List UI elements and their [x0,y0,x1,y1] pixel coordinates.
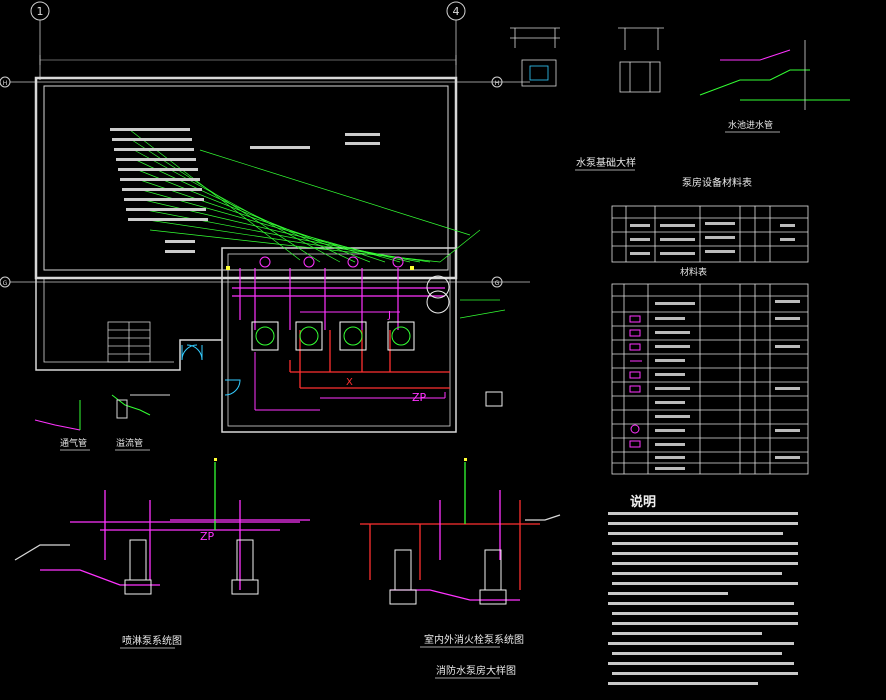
plan-pipes-magenta [232,268,445,330]
sprinkler-system-pipes [14,462,310,590]
hydrant-pumps [389,549,507,605]
grid-lines [10,20,530,283]
vent-pipe-title: 通气管 [60,437,87,449]
sprinkler-pumps [124,539,259,595]
grid-label-g-right: G [495,280,500,287]
water-tanks [426,275,450,314]
notes-heading: 说明 [630,494,656,510]
hydrant-pump-1-icon [389,549,417,605]
material-table [611,283,809,475]
plan-control-box [485,391,503,407]
plan-pump-4-icon [387,321,415,351]
grid-bubble-g-left-icon [0,276,11,288]
yellow-valve-marks [214,266,467,461]
grid-label-g-left: G [3,280,8,287]
grid-bubble-4-icon [446,1,466,21]
sprinkler-pump-2-icon [231,539,259,595]
grid-bubble-1-icon [30,1,50,21]
fire-pump-room-detail-title: 消防水泵房大样图 [436,664,516,677]
leader-text-marks [110,128,380,253]
hydrant-system-title: 室内外消火栓泵系统图 [424,633,524,646]
sprinkler-zp-label: ZP [200,530,215,543]
hydrant-pump-2-icon [479,549,507,605]
plan-zp-label: ZP [412,391,427,404]
water-inlet-pipe-title: 水池进水管 [728,119,773,131]
equipment-table-text-marks [630,222,795,255]
equipment-table [611,205,809,263]
grid-label-4: 4 [453,5,460,18]
plan-pump-1-icon [251,321,279,351]
plan-suction-rings [259,256,404,268]
material-table-text-marks [655,300,800,470]
material-table-symbols [629,315,642,448]
plan-pipes-other [254,311,446,411]
stairs [107,321,151,363]
grid-bubble-h-left-icon [0,76,11,88]
plan-j-label: J [387,310,391,321]
vent-overflow-details [34,394,170,431]
grid-label-1: 1 [37,5,44,18]
plan-x-label: X [346,377,353,388]
grid-bubble-h-right-icon [491,76,503,88]
water-inlet-pipe-detail [699,40,850,110]
pump-foundation-detail [510,27,664,93]
grid-bubbles [0,1,503,288]
plan-pump-2-icon [295,321,323,351]
overflow-pipe-title: 溢流管 [116,437,143,449]
material-table-title: 材料表 [680,266,707,278]
grid-bubble-g-right-icon [491,276,503,288]
equipment-table-title: 泵房设备材料表 [682,176,752,189]
grid-label-h-right: H [495,80,500,87]
plan-pump-3-icon [339,321,367,351]
sprinkler-system-title: 喷淋泵系统图 [122,634,182,647]
notes-text-marks [608,512,798,685]
doors [181,344,241,396]
plan-pumps [251,321,415,351]
sprinkler-pump-1-icon [124,539,152,595]
pump-foundation-detail-title: 水泵基础大样 [576,156,636,169]
grid-label-h-left: H [3,80,8,87]
